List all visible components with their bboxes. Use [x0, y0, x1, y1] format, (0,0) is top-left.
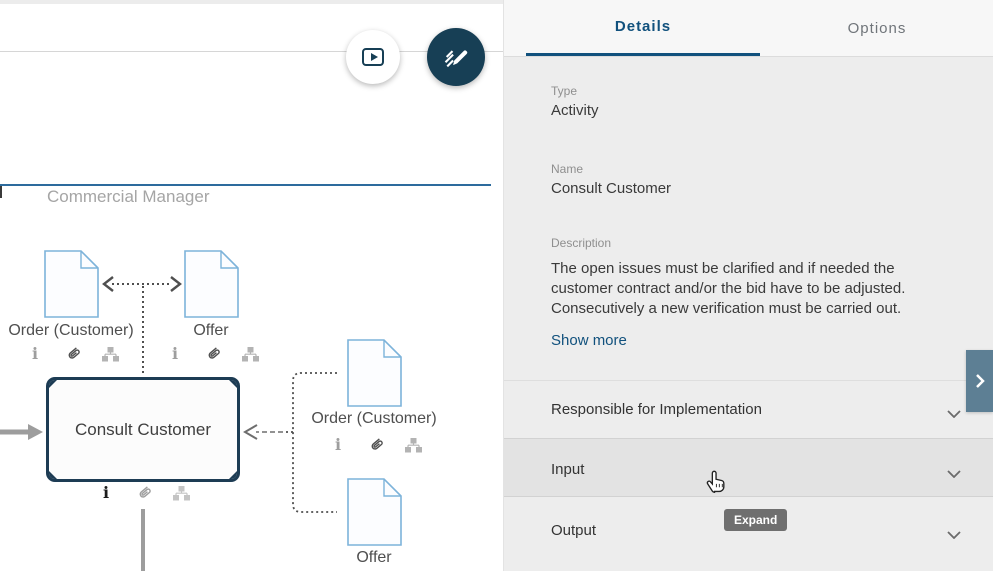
section-output[interactable]: Output — [504, 498, 993, 560]
activity-badges: i — [96, 484, 191, 502]
description-text: customer contract and/or the bid have to… — [551, 280, 906, 297]
section-divider — [504, 380, 993, 381]
selection-handle — [229, 380, 237, 388]
canvas-top-strip — [0, 0, 503, 4]
info-icon[interactable]: i — [31, 344, 39, 363]
document-shape-offer-2[interactable] — [347, 478, 402, 546]
document-shape-order-customer-2[interactable] — [347, 339, 402, 407]
tab-details[interactable]: Details — [526, 0, 760, 56]
lane-label[interactable]: Commercial Manager — [47, 187, 210, 206]
lane-border — [0, 184, 491, 186]
hierarchy-icon[interactable] — [100, 345, 120, 363]
document-icon — [347, 478, 402, 546]
name-label: Name — [551, 162, 584, 176]
expand-tooltip: Expand — [724, 509, 788, 531]
chevron-down-icon — [947, 465, 961, 483]
attachment-icon[interactable] — [63, 345, 83, 363]
doc-label: Order (Customer) — [311, 410, 437, 427]
doc-badges: i — [328, 436, 423, 454]
panel-collapse-tab[interactable] — [966, 350, 993, 412]
section-label: Responsible for Implementation — [551, 401, 762, 418]
document-icon — [184, 250, 239, 318]
doc-label: Order (Customer) — [8, 322, 134, 339]
doc-label: Offer — [193, 322, 229, 339]
chevron-down-icon — [947, 405, 961, 423]
cursor-pointer-icon — [706, 470, 725, 493]
hierarchy-icon[interactable] — [171, 484, 191, 502]
hierarchy-icon[interactable] — [403, 436, 423, 454]
selection-handle — [49, 380, 57, 388]
attachment-icon[interactable] — [134, 484, 154, 502]
type-value: Activity — [551, 102, 599, 119]
chevron-down-icon — [947, 526, 961, 544]
edit-mode-button[interactable] — [427, 28, 485, 86]
description-label: Description — [551, 236, 612, 250]
attachment-icon[interactable] — [203, 345, 223, 363]
tab-options[interactable]: Options — [847, 19, 907, 37]
section-responsible-for-implementation[interactable]: Responsible for Implementation — [504, 381, 993, 437]
description-text: The open issues must be clarified and if… — [551, 260, 895, 277]
document-shape-order-customer[interactable] — [44, 250, 99, 318]
doc-badges: i — [165, 345, 260, 363]
hierarchy-icon[interactable] — [240, 345, 260, 363]
show-more-link[interactable]: Show more — [551, 332, 627, 349]
description-text: Consecutively a new verification must be… — [551, 300, 902, 317]
info-icon[interactable]: i — [102, 483, 110, 502]
info-icon[interactable]: i — [334, 435, 342, 454]
toolbar-divider — [0, 51, 503, 52]
type-label: Type — [551, 84, 578, 98]
edit-pencil-icon — [444, 50, 468, 68]
document-shape-offer[interactable] — [184, 250, 239, 318]
chevron-right-icon — [975, 374, 985, 388]
activity-node-consult-customer[interactable]: Consult Customer — [46, 377, 240, 482]
selection-handle — [49, 471, 57, 479]
document-icon — [44, 250, 99, 318]
name-value: Consult Customer — [551, 180, 672, 197]
doc-label: Offer — [356, 549, 392, 566]
section-input[interactable]: Input — [504, 438, 993, 497]
attachment-icon[interactable] — [366, 436, 386, 454]
play-presentation-button[interactable] — [346, 30, 400, 84]
pool-border — [0, 186, 2, 198]
info-icon[interactable]: i — [171, 344, 179, 363]
section-label: Output — [551, 522, 597, 539]
details-panel: Details Options Type Activity Name Consu… — [503, 0, 993, 571]
diagram-canvas[interactable]: Commercial Manager Order (Customer) i — [0, 0, 503, 571]
activity-label: Consult Customer — [74, 419, 212, 439]
panel-tabbar: Details Options — [504, 0, 993, 57]
doc-badges: i — [25, 345, 120, 363]
section-label: Input — [551, 461, 585, 478]
selection-handle — [229, 471, 237, 479]
document-icon — [347, 339, 402, 407]
play-video-icon — [362, 48, 384, 66]
